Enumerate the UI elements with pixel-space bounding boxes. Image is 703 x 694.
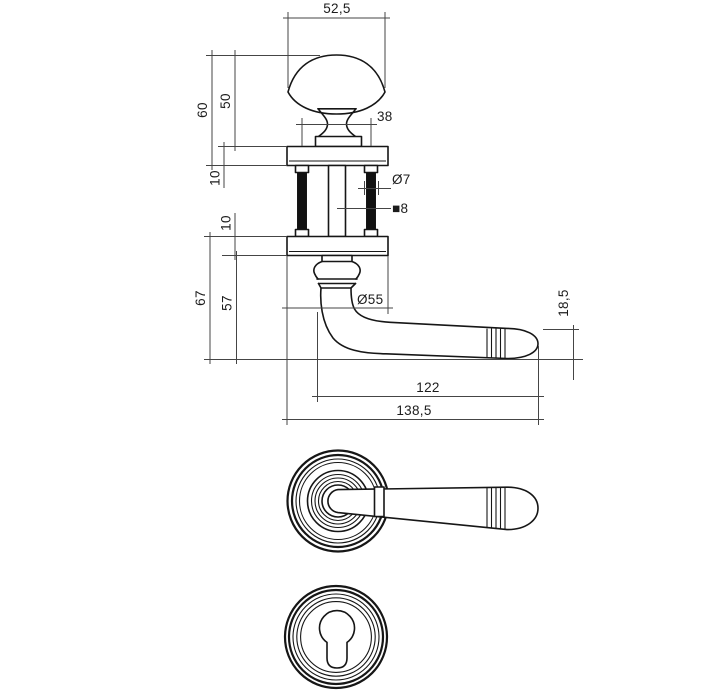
top-rose [286, 145, 389, 167]
grip-ribs-front [486, 487, 506, 530]
dim-grip-end-height: 18,5 [543, 289, 579, 380]
dim-overall-length: 138,5 [282, 256, 544, 425]
dim-top-rose-thickness: 10 [208, 142, 229, 188]
dim-overall-length-label: 138,5 [396, 403, 431, 418]
side-view [286, 54, 539, 360]
dim-lever-total-height: 67 [193, 232, 215, 364]
bolt-shaft [366, 172, 376, 230]
lever-side-outline [319, 287, 539, 360]
dim-spindle-square: ■8 [337, 201, 408, 216]
bolt-ferrule [294, 228, 310, 238]
bolt-ferrule [363, 164, 379, 174]
dim-top-rose-thickness-label: 10 [208, 170, 223, 186]
knob-neck-base [314, 135, 363, 148]
dim-lever-height-label: 57 [220, 295, 235, 311]
bolt-ferrule [363, 228, 379, 238]
dim-overall-knob-height: 60 [195, 50, 217, 170]
lever-base-turning [313, 254, 361, 289]
front-view-lever [286, 449, 539, 553]
dim-knob-height: 50 [218, 50, 240, 151]
bolt-ferrule [294, 164, 310, 174]
dim-screw-distance-label: 38 [377, 109, 393, 124]
dim-overall-knob-height-label: 60 [195, 102, 210, 118]
dim-knob-width-label: 52,5 [323, 1, 350, 16]
dim-rose-diameter: Ø55 [282, 256, 393, 314]
dim-lever-length-label: 122 [416, 380, 439, 395]
dim-spindle-square-label: ■8 [392, 201, 408, 216]
escutcheon-view [283, 584, 389, 690]
dim-rose-diameter-label: Ø55 [357, 292, 383, 307]
dim-lever-length: 122 [312, 312, 544, 425]
escutcheon-outer-ring [283, 584, 389, 690]
dim-screw-diameter-label: Ø7 [392, 172, 411, 187]
dim-knob-height-label: 50 [218, 93, 233, 109]
square-spindle [327, 164, 347, 238]
dimension-lines: 52,5 60 50 10 [193, 1, 583, 425]
euro-cylinder-keyhole [318, 609, 356, 669]
dim-grip-end-height-label: 18,5 [556, 289, 571, 316]
bolt-shaft [297, 172, 307, 230]
dim-lever-height: 57 [220, 251, 241, 364]
dim-screw-distance: 38 [296, 109, 393, 146]
dim-bottom-rose-thickness-label: 10 [219, 215, 234, 231]
dim-knob-width: 52,5 [283, 1, 390, 88]
dim-lever-total-height-label: 67 [193, 290, 208, 306]
knob-outline [287, 54, 386, 115]
bottom-rose [286, 235, 389, 257]
dim-screw-diameter: Ø7 [358, 172, 411, 195]
grip-ribs [486, 328, 506, 359]
lever-neck-collar [373, 486, 385, 518]
